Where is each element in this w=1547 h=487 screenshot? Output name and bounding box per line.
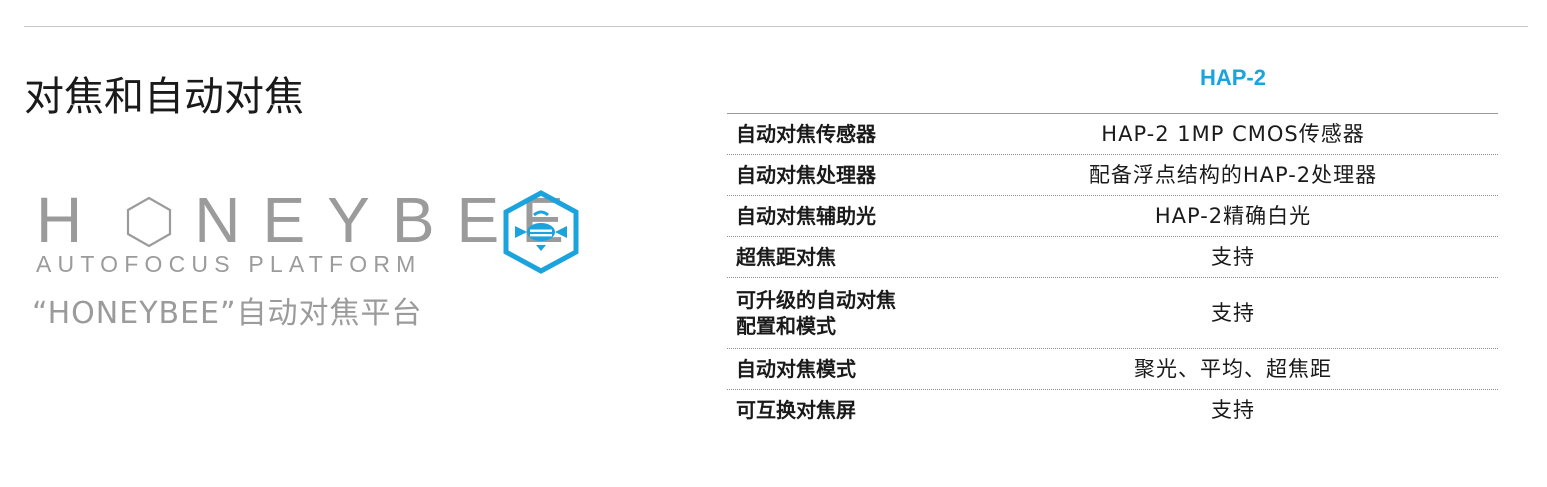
row-label: 自动对焦模式 [736,357,856,381]
table-row: 可互换对焦屏 支持 [727,390,1498,430]
column-header: HAP-2 [1199,65,1266,90]
honeybee-wordmark: H NEYBEE [36,188,586,252]
row-value: 支持 [1211,245,1255,269]
row-value: HAP-2精确白光 [1154,204,1312,228]
row-value: 聚光、平均、超焦距 [1134,357,1332,381]
wordmark-suffix: NEYBEE [194,184,586,256]
row-value: 配备浮点结构的HAP-2处理器 [1088,163,1378,187]
row-value: 支持 [1211,398,1255,422]
table-row: 自动对焦模式 聚光、平均、超焦距 [727,349,1498,390]
table-row: 自动对焦传感器 HAP-2 1MP CMOS传感器 [727,114,1498,155]
table-row: 超焦距对焦 支持 [727,237,1498,278]
table-row: 自动对焦辅助光 HAP-2精确白光 [727,196,1498,237]
hexagon-o-icon [127,196,172,248]
top-divider [24,26,1528,27]
row-label: 自动对焦辅助光 [736,204,876,228]
row-label: 超焦距对焦 [736,245,836,269]
row-label: 自动对焦传感器 [736,122,876,146]
row-label: 可互换对焦屏 [736,398,856,422]
row-label: 自动对焦处理器 [736,163,876,187]
bee-hexagon-icon [503,190,579,274]
row-value: 支持 [1211,301,1255,325]
row-label: 可升级的自动对焦 配置和模式 [736,288,896,338]
table-row: 自动对焦处理器 配备浮点结构的HAP-2处理器 [727,155,1498,196]
logo-caption: “HONEYBEE”自动对焦平台 [32,296,423,331]
section-title: 对焦和自动对焦 [24,73,304,120]
row-value: HAP-2 1MP CMOS传感器 [1101,122,1365,146]
wordmark-prefix: H [36,184,105,256]
spec-table: 自动对焦传感器 HAP-2 1MP CMOS传感器 自动对焦处理器 配备浮点结构… [727,113,1498,430]
table-row: 可升级的自动对焦 配置和模式 支持 [727,278,1498,349]
logo-subtitle: AUTOFOCUS PLATFORM [36,251,422,277]
